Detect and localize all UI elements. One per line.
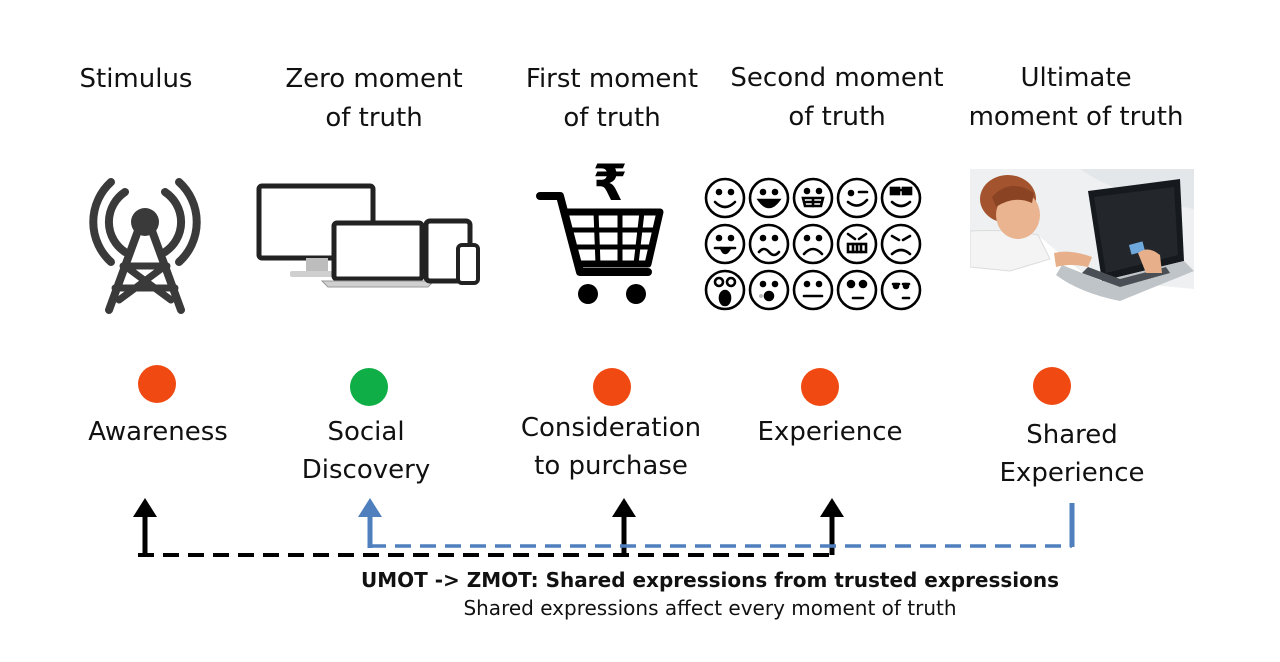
devices-icon bbox=[256, 183, 480, 288]
emoji-faces-grid-icon bbox=[704, 177, 922, 311]
stage-label-shared-experience: Shared Experience bbox=[982, 416, 1162, 492]
title-line-1: Second moment bbox=[730, 63, 944, 93]
broadcast-tower-icon bbox=[89, 178, 201, 314]
title-line-1: Ultimate bbox=[1020, 63, 1132, 93]
stage-dot-shared-experience bbox=[1033, 367, 1071, 405]
stage-title-stimulus: Stimulus bbox=[76, 60, 196, 99]
stage-title-umot: Ultimate moment of truth bbox=[956, 59, 1196, 137]
label-line-1: Consideration bbox=[520, 413, 702, 443]
title-line-2: of truth bbox=[325, 103, 423, 133]
stage-label-consideration: Consideration to purchase bbox=[506, 409, 716, 485]
stage-dot-awareness bbox=[138, 365, 176, 403]
stage-dot-social-discovery bbox=[350, 368, 388, 406]
stage-title-zmot: Zero moment of truth bbox=[274, 60, 474, 138]
stage-label-social-discovery: Social Discovery bbox=[276, 413, 456, 489]
label-line-2: Experience bbox=[999, 458, 1145, 488]
label-line-2: Discovery bbox=[301, 455, 431, 485]
label-line-1: Social bbox=[327, 417, 405, 447]
label-line-1: Experience bbox=[757, 417, 903, 447]
caption-subline: Shared expressions affect every moment o… bbox=[463, 596, 957, 620]
arrow-up-consideration bbox=[612, 498, 636, 517]
arrow-up-awareness bbox=[133, 498, 157, 517]
title-line-1: Stimulus bbox=[79, 64, 193, 94]
title-line-2: of truth bbox=[788, 102, 886, 132]
label-line-1: Shared bbox=[1026, 420, 1118, 450]
arrow-up-social-discovery bbox=[358, 498, 382, 517]
title-line-1: First moment bbox=[525, 64, 699, 94]
stage-dot-consideration bbox=[593, 368, 631, 406]
laptop-user-photo bbox=[970, 169, 1194, 313]
title-line-2: of truth bbox=[563, 103, 661, 133]
rupee-symbol: ₹ bbox=[593, 154, 628, 212]
stage-title-fmot: First moment of truth bbox=[512, 60, 712, 138]
stage-label-awareness: Awareness bbox=[68, 413, 248, 451]
label-line-1: Awareness bbox=[88, 417, 228, 447]
title-line-2: moment of truth bbox=[968, 102, 1184, 132]
caption-headline: UMOT -> ZMOT: Shared expressions from tr… bbox=[360, 568, 1060, 592]
title-line-1: Zero moment bbox=[285, 64, 463, 94]
stage-title-smot: Second moment of truth bbox=[722, 59, 952, 137]
rupee-shopping-cart-icon: ₹ bbox=[536, 154, 664, 304]
stage-dot-experience bbox=[801, 368, 839, 406]
stage-label-experience: Experience bbox=[740, 413, 920, 451]
arrow-up-experience bbox=[820, 498, 844, 517]
label-line-2: to purchase bbox=[534, 451, 688, 481]
